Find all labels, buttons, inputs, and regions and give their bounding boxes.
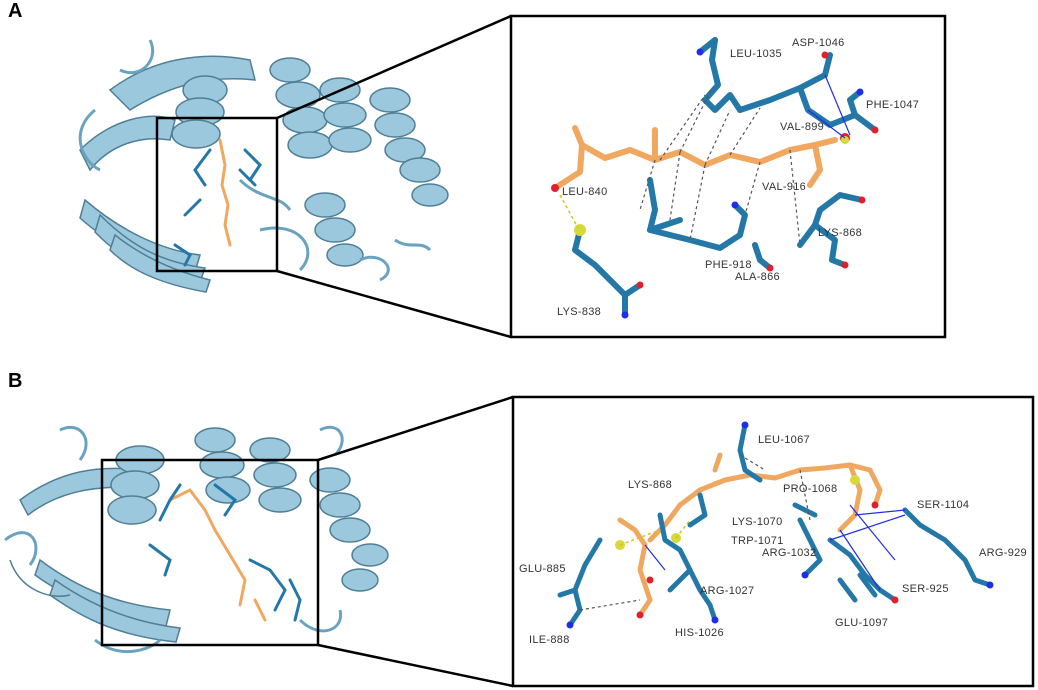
residue-label: HIS-1026 bbox=[675, 627, 724, 639]
residue-label: ASP-1046 bbox=[792, 37, 845, 49]
residue-label: PRO-1068 bbox=[783, 483, 837, 495]
residue-label: ARG-1032 bbox=[762, 547, 816, 559]
residue-label: PHE-1047 bbox=[866, 99, 919, 111]
residue-label: LEU-840 bbox=[562, 186, 608, 198]
panel-a-zoom-region bbox=[155, 116, 279, 273]
panel-b-letter: B bbox=[8, 370, 23, 392]
residue-label: VAL-899 bbox=[780, 121, 824, 133]
panel-a-protein-overview bbox=[78, 39, 449, 293]
residue-label: SER-1104 bbox=[917, 499, 969, 511]
residue-label: PHE-918 bbox=[705, 259, 752, 271]
residue-label: SER-925 bbox=[902, 583, 949, 595]
residue-label: LYS-838 bbox=[557, 306, 601, 318]
residue-label: ARG-929 bbox=[979, 547, 1027, 559]
residue-label: GLU-1097 bbox=[835, 617, 888, 629]
panel-a-inset: LEU-1035 ASP-1046 PHE-1047 VAL-899 LEU-8… bbox=[551, 37, 919, 319]
residue-label: ILE-888 bbox=[529, 634, 570, 646]
residue-label: LYS-1070 bbox=[732, 516, 783, 528]
residue-label: LEU-1067 bbox=[758, 434, 810, 446]
panel-a-letter: A bbox=[8, 0, 23, 22]
residue-label: LYS-868 bbox=[628, 479, 672, 491]
residue-label: ARG-1027 bbox=[700, 585, 754, 597]
panel-b-zoom-region bbox=[100, 458, 320, 647]
residue-label: ALA-866 bbox=[735, 271, 780, 283]
residue-label: TRP-1071 bbox=[731, 535, 784, 547]
residue-label: VAL-916 bbox=[762, 181, 806, 193]
panel-b-inset: LEU-1067 LYS-868 PRO-1068 SER-1104 LYS-1… bbox=[519, 421, 1027, 646]
panel-b-protein-overview bbox=[4, 425, 389, 654]
residue-label: GLU-885 bbox=[519, 563, 566, 575]
panel-a-inset-frame bbox=[509, 14, 947, 339]
residue-label: LYS-868 bbox=[818, 227, 862, 239]
residue-label: LEU-1035 bbox=[730, 48, 782, 60]
